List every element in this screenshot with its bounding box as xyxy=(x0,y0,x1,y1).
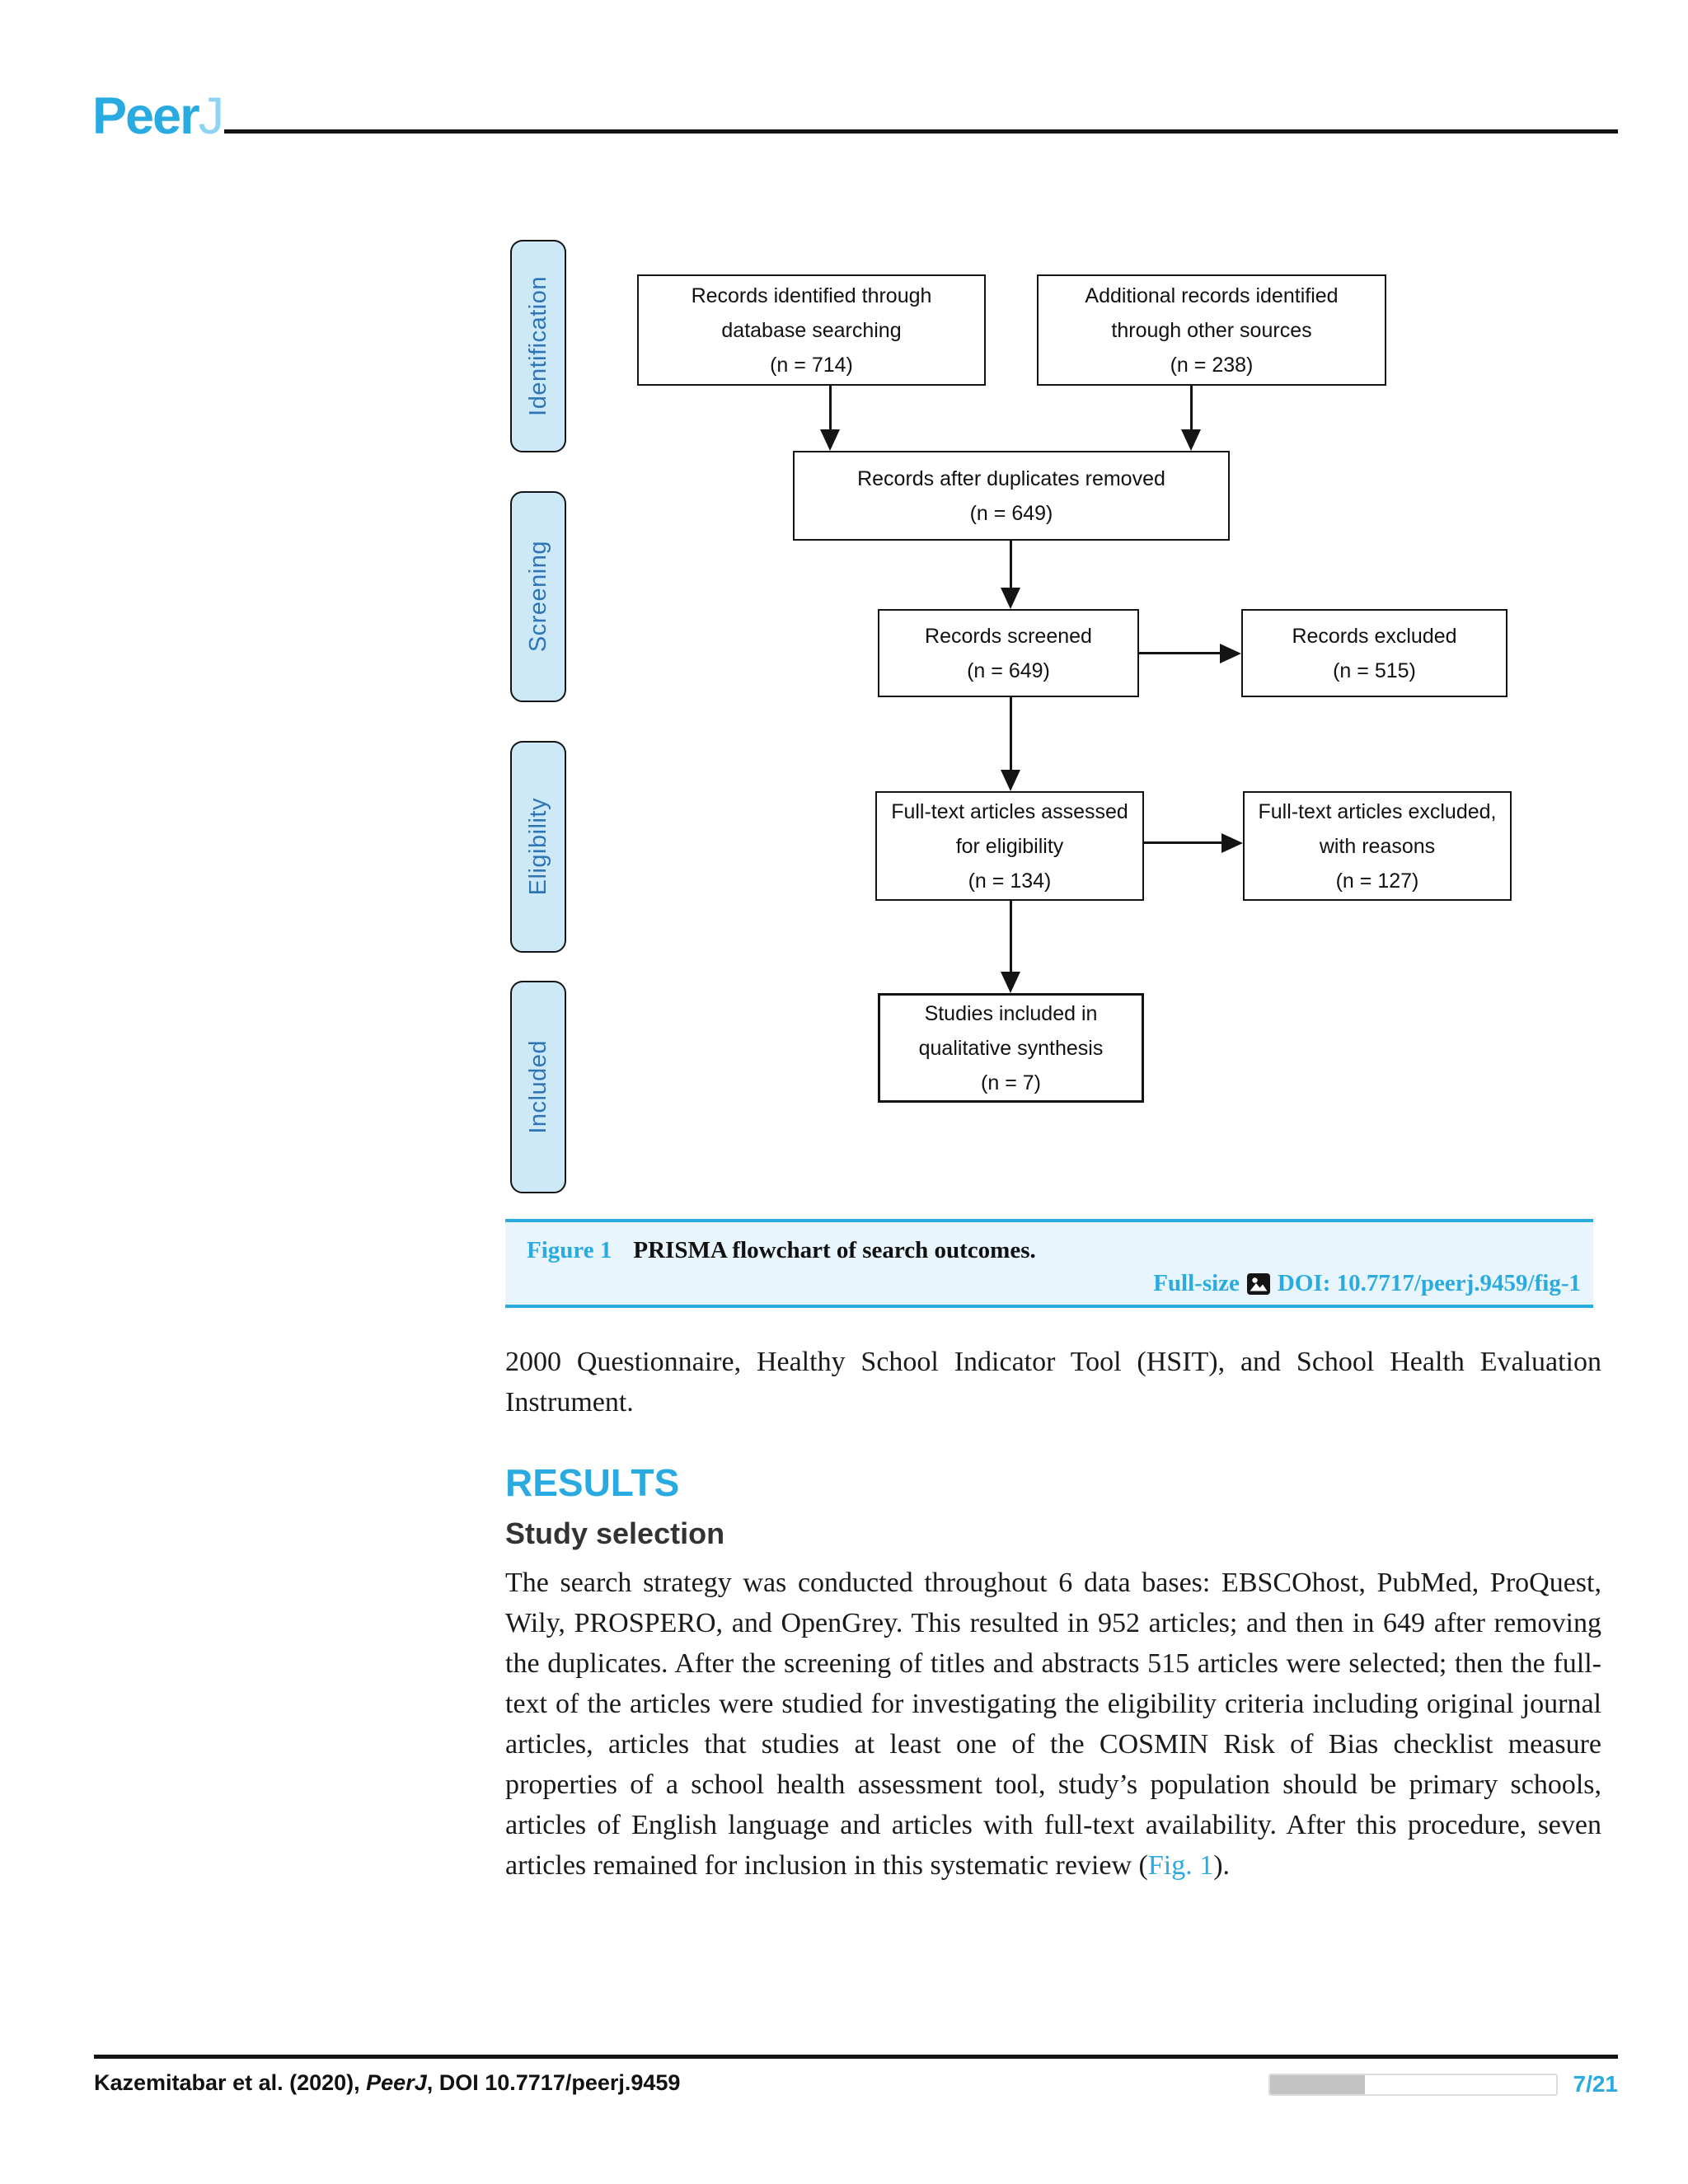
arrow-fulltext-to-included xyxy=(1010,901,1012,972)
flowbox-duplicates-removed: Records after duplicates removed (n = 64… xyxy=(793,451,1230,541)
flowbox-line: Records screened xyxy=(925,624,1092,648)
arrowhead-down-icon xyxy=(820,429,840,451)
paragraph-main: The search strategy was conducted throug… xyxy=(505,1563,1601,1886)
footer-citation: Kazemitabar et al. (2020), PeerJ, DOI 10… xyxy=(94,2070,680,2096)
study-selection-heading: Study selection xyxy=(505,1516,725,1550)
reading-progress-bar xyxy=(1268,2074,1558,2096)
arrowhead-down-icon xyxy=(1001,770,1020,791)
arrow-fulltext-to-fulltext-excluded xyxy=(1144,841,1222,844)
logo-j: J xyxy=(198,87,225,145)
arrowhead-down-icon xyxy=(1181,429,1201,451)
flowbox-line: Full-text articles excluded, xyxy=(1258,799,1497,823)
flowbox-line: Additional records identified xyxy=(1085,284,1339,307)
fig-1-link[interactable]: Fig. 1 xyxy=(1147,1850,1214,1881)
progress-fill xyxy=(1270,2075,1365,2094)
flowbox-line: qualitative synthesis xyxy=(918,1036,1104,1060)
arrowhead-right-icon xyxy=(1221,833,1243,853)
citation-authors: Kazemitabar et al. (2020), xyxy=(94,2070,367,2095)
flowbox-line: through other sources xyxy=(1111,318,1312,342)
citation-doi: , DOI 10.7717/peerj.9459 xyxy=(426,2070,681,2095)
full-size-link[interactable]: Full-size xyxy=(1153,1270,1240,1296)
flowbox-line: for eligibility xyxy=(955,834,1064,858)
flowbox-line: (n = 649) xyxy=(967,658,1050,682)
flowbox-line: (n = 7) xyxy=(981,1071,1041,1094)
flowbox-line: Studies included in xyxy=(924,1001,1098,1025)
stage-eligibility: Eligibility xyxy=(510,741,566,953)
page-number: 7/21 xyxy=(1573,2071,1619,2097)
stage-identification: Identification xyxy=(510,240,566,452)
flowbox-line: Records identified through xyxy=(691,284,932,307)
arrow-additional-to-duplicates xyxy=(1190,386,1193,430)
flowbox-line: Full-text articles assessed xyxy=(891,799,1128,823)
results-heading: RESULTS xyxy=(505,1461,680,1504)
stage-included: Included xyxy=(510,981,566,1193)
flowbox-additional-records: Additional records identified through ot… xyxy=(1037,274,1386,386)
figure-caption-row: Figure 1 PRISMA flowchart of search outco… xyxy=(527,1237,1036,1264)
figure-doi-link[interactable]: DOI: 10.7717/peerj.9459/fig-1 xyxy=(1277,1270,1581,1296)
paragraph-main-end: ). xyxy=(1213,1850,1231,1881)
flowbox-studies-included: Studies included in qualitative synthesi… xyxy=(878,993,1144,1103)
flowbox-line: database searching xyxy=(721,318,902,342)
flowbox-line: Records excluded xyxy=(1292,624,1457,648)
header-rule xyxy=(224,129,1618,134)
arrow-screened-to-fulltext xyxy=(1010,697,1012,771)
flowbox-fulltext-excluded: Full-text articles excluded, with reason… xyxy=(1243,791,1512,901)
flowbox-line: with reasons xyxy=(1319,834,1436,858)
stage-screening-label: Screening xyxy=(524,541,551,653)
flowbox-records-excluded: Records excluded (n = 515) xyxy=(1241,609,1507,697)
figure-label: Figure 1 xyxy=(527,1237,612,1263)
stage-identification-label: Identification xyxy=(524,276,551,416)
arrow-identified-to-duplicates xyxy=(829,386,832,430)
paragraph-top: 2000 Questionnaire, Healthy School Indic… xyxy=(505,1347,1601,1418)
flowbox-line: (n = 515) xyxy=(1333,658,1416,682)
figure-title: PRISMA flowchart of search outcomes. xyxy=(633,1237,1036,1263)
image-icon xyxy=(1246,1272,1270,1295)
figure-links-row: Full-size DOI: 10.7717/peerj.9459/fig-1 xyxy=(1153,1270,1581,1297)
flowbox-fulltext-assessed: Full-text articles assessed for eligibil… xyxy=(875,791,1144,901)
stage-included-label: Included xyxy=(524,1040,551,1134)
footer-rule xyxy=(94,2055,1618,2059)
arrowhead-down-icon xyxy=(1001,972,1020,993)
paragraph-main-text: The search strategy was conducted throug… xyxy=(505,1568,1601,1881)
citation-journal: PeerJ xyxy=(366,2070,427,2095)
logo-peer: Peer xyxy=(92,87,200,145)
flowbox-line: Records after duplicates removed xyxy=(857,466,1165,490)
arrow-screened-to-excluded xyxy=(1139,652,1221,654)
flowbox-line: (n = 714) xyxy=(770,353,853,377)
figure-caption-band: Figure 1 PRISMA flowchart of search outco… xyxy=(505,1219,1593,1308)
flowbox-records-screened: Records screened (n = 649) xyxy=(878,609,1139,697)
flowbox-line: (n = 649) xyxy=(969,501,1053,525)
flowbox-line: (n = 238) xyxy=(1170,353,1254,377)
flowbox-records-identified: Records identified through database sear… xyxy=(637,274,986,386)
stage-screening: Screening xyxy=(510,491,566,702)
arrowhead-right-icon xyxy=(1220,644,1241,663)
arrow-duplicates-to-screened xyxy=(1010,541,1012,588)
arrowhead-down-icon xyxy=(1001,588,1020,609)
flowbox-line: (n = 134) xyxy=(968,869,1052,893)
peerj-logo: PeerJ xyxy=(92,91,224,143)
stage-eligibility-label: Eligibility xyxy=(524,798,551,896)
flowbox-line: (n = 127) xyxy=(1335,869,1419,893)
